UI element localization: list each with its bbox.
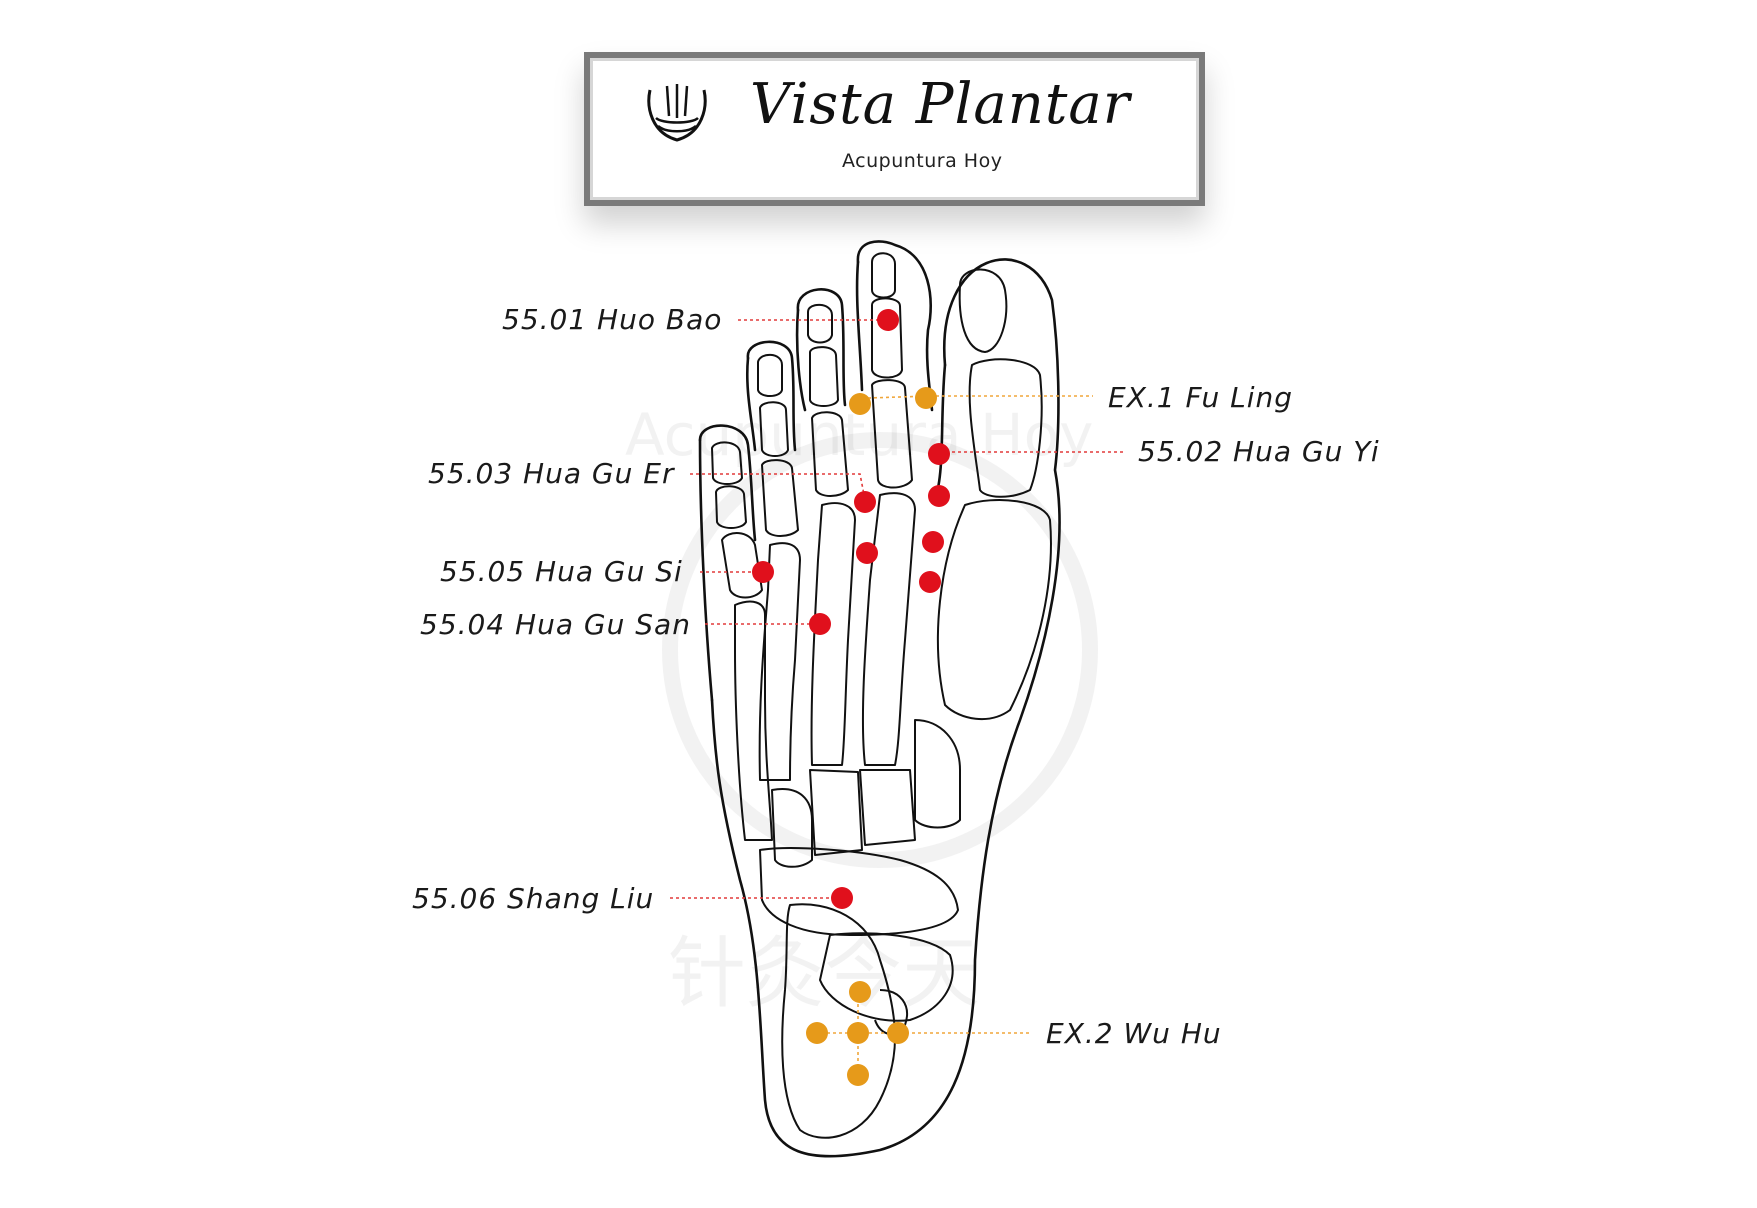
foot-bones [711,252,1052,1139]
point-ex1[interactable] [849,387,937,415]
foot-outline [698,240,1061,1158]
point-5506[interactable] [831,887,853,909]
label-5505: 55.05 Hua Gu Si [440,555,683,588]
label-ex1: EX.1 Fu Ling [1108,381,1293,414]
label-5501: 55.01 Huo Bao [502,303,722,336]
point-5502[interactable] [919,443,950,593]
page-title: Vista Plantar [750,72,1131,137]
point-5503[interactable] [854,491,878,564]
label-5504: 55.04 Hua Gu San [420,608,691,641]
watermark-cn-text: 针灸今天 [668,929,980,1019]
point-5504[interactable] [809,613,831,635]
point-5505[interactable] [752,561,774,583]
foot-logo-icon [647,84,707,142]
leader-ex1-b [867,395,931,399]
label-5506: 55.06 Shang Liu [412,882,654,915]
label-5502: 55.02 Hua Gu Yi [1138,435,1380,468]
point-labels: 55.01 Huo Bao EX.1 Fu Ling 55.02 Hua Gu … [412,303,1380,1050]
title-card: Vista Plantar Acupuntura Hoy [584,52,1205,206]
point-ex2[interactable] [806,981,909,1086]
label-5503: 55.03 Hua Gu Er [428,457,675,490]
page-subtitle: Acupuntura Hoy [842,150,1003,172]
acupoints [752,309,950,1086]
point-5501[interactable] [877,309,899,331]
label-ex2: EX.2 Wu Hu [1046,1017,1222,1050]
